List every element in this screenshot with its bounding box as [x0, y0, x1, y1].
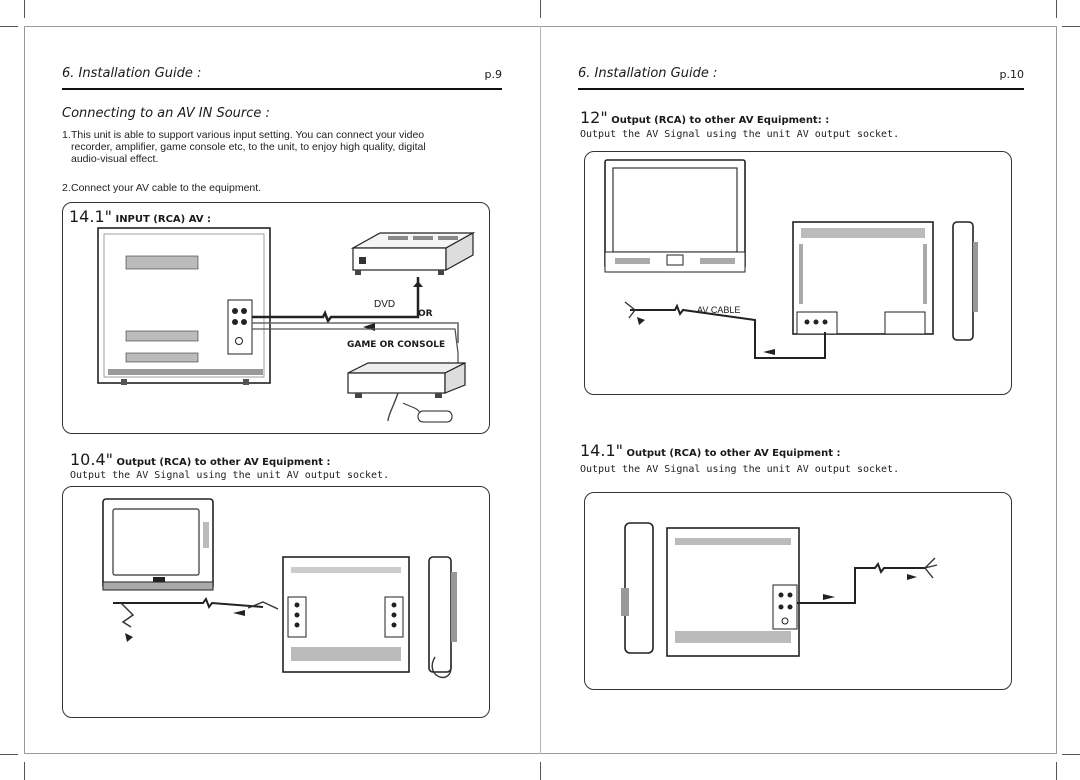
step-line: audio-visual effect. — [71, 153, 159, 165]
output-14-heading-text: Output (RCA) to other AV Equipment : — [626, 448, 841, 459]
output-12-heading: 12" Output (RCA) to other AV Equipment: … — [580, 108, 829, 127]
output-14-heading: 14.1" Output (RCA) to other AV Equipment… — [580, 441, 840, 460]
label-av-cable: AV CABLE — [697, 305, 741, 315]
output-10-diagram — [62, 486, 490, 718]
crop-mark — [540, 0, 541, 18]
label-or: OR — [418, 309, 433, 319]
crop-mark — [0, 26, 18, 27]
crop-mark — [1062, 754, 1080, 755]
output-14-art — [621, 522, 938, 657]
crop-mark — [1056, 762, 1057, 780]
output-12-size: 12" — [580, 108, 608, 127]
right-page-title: 6. Installation Guide : — [578, 66, 718, 81]
input-size: 14.1" — [69, 207, 112, 226]
output-12-diagram: AV CABLE — [584, 151, 1012, 395]
output-12-heading-text: Output (RCA) to other AV Equipment: : — [611, 115, 830, 126]
step-2: 2. Connect your AV cable to the equipmen… — [62, 182, 502, 196]
label-dvd: DVD — [374, 299, 396, 310]
step-number: 2. — [62, 182, 71, 194]
input-rca-diagram: 14.1" INPUT (RCA) AV : DVD OR GAME OR CO… — [62, 202, 490, 434]
output-12-subtext: Output the AV Signal using the unit AV o… — [580, 129, 900, 140]
output-10-heading-text: Output (RCA) to other AV Equipment : — [116, 457, 331, 468]
output-12-art — [604, 159, 978, 359]
crop-mark — [540, 762, 541, 780]
left-page-number: p.9 — [484, 68, 502, 81]
right-page-number: p.10 — [999, 68, 1024, 81]
label-game-console: GAME OR CONSOLE — [347, 340, 446, 350]
step-line: Connect your AV cable to the equipment. — [71, 182, 262, 194]
crop-mark — [24, 762, 25, 780]
crop-mark — [0, 754, 18, 755]
step-line: This unit is able to support various inp… — [71, 129, 425, 141]
step-line: recorder, amplifier, game console etc, t… — [71, 141, 426, 153]
crop-mark — [1062, 26, 1080, 27]
right-page-header: 6. Installation Guide : p.10 — [578, 66, 1024, 90]
output-10-art — [102, 498, 457, 679]
step-number: 1. — [62, 129, 71, 141]
output-14-size: 14.1" — [580, 441, 623, 460]
input-diagram-art — [97, 227, 476, 423]
output-14-subtext: Output the AV Signal using the unit AV o… — [580, 464, 900, 475]
section-title: Connecting to an AV IN Source : — [62, 106, 270, 121]
output-14-diagram — [584, 492, 1012, 690]
left-page-title: 6. Installation Guide : — [62, 66, 202, 81]
output-10-subtext: Output the AV Signal using the unit AV o… — [70, 470, 390, 481]
left-page-header: 6. Installation Guide : p.9 — [62, 66, 502, 90]
input-heading: 14.1" INPUT (RCA) AV : — [69, 207, 211, 226]
crop-mark — [24, 0, 25, 18]
input-heading-text: INPUT (RCA) AV : — [115, 214, 211, 225]
page-divider — [540, 26, 541, 754]
step-1: 1. This unit is able to support various … — [62, 129, 502, 169]
step-text: This unit is able to support various inp… — [71, 129, 426, 165]
output-10-heading: 10.4" Output (RCA) to other AV Equipment… — [70, 450, 330, 469]
output-10-size: 10.4" — [70, 450, 113, 469]
crop-mark — [1056, 0, 1057, 18]
